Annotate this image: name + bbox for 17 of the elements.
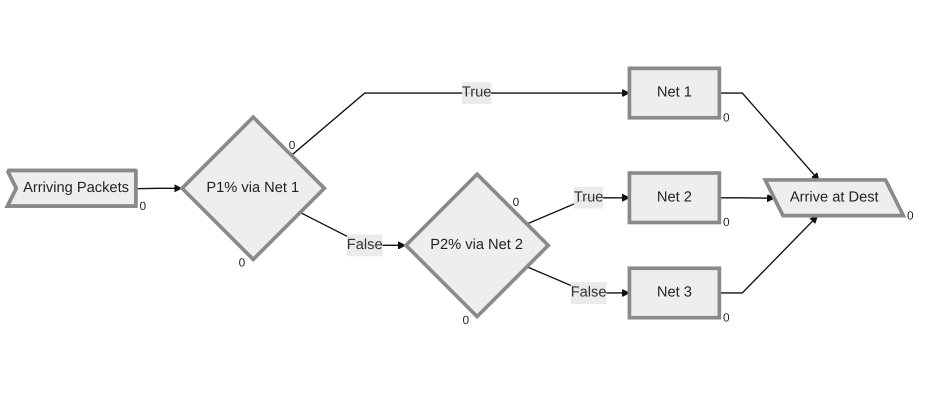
counter-label: 0 <box>140 199 146 214</box>
edge-label: False <box>570 285 607 301</box>
edge-label: True <box>574 190 604 206</box>
counter-label: 0 <box>288 138 296 152</box>
arrow <box>719 194 775 202</box>
counter-label: 0 <box>723 215 730 230</box>
node-box: Net 1 <box>628 66 722 120</box>
node-box: Net 3 <box>628 266 722 320</box>
counter-label: 0 <box>723 110 730 125</box>
counter-label: 0 <box>512 195 520 210</box>
edge-label: False <box>346 237 383 254</box>
counter-label: 0 <box>723 310 730 325</box>
arrow <box>136 184 182 193</box>
edge-label: True <box>462 85 492 101</box>
node-box: Net 2 <box>628 172 722 225</box>
arrow <box>719 216 818 294</box>
counter-label: 0 <box>907 208 914 223</box>
